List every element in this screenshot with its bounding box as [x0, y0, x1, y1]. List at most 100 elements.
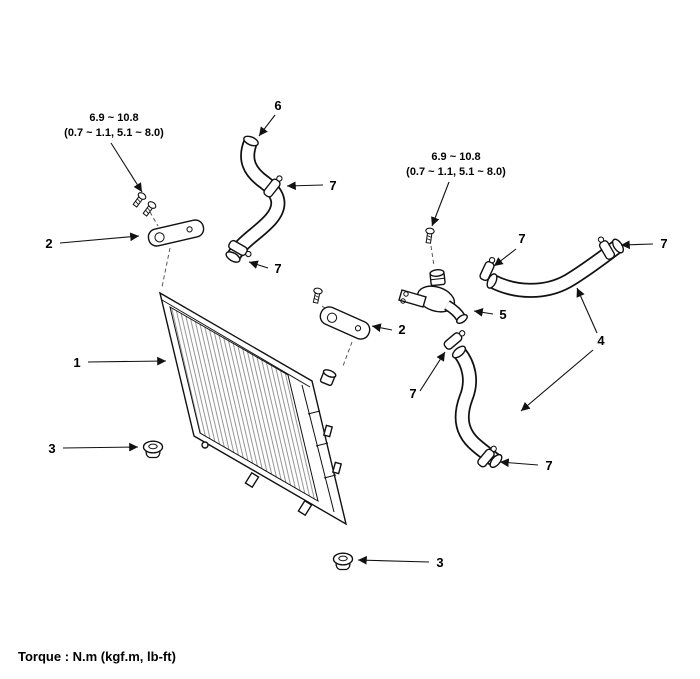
- filler-neck-cap: [322, 369, 337, 378]
- callout-7-label: 7: [545, 458, 552, 473]
- fitting-outlet-end: [456, 313, 468, 325]
- callout-1-label: 1: [73, 355, 80, 370]
- radiator-tank-rib: [323, 474, 337, 479]
- right-hose-fill: [489, 241, 622, 297]
- callout-7-clamp-upper-top: 7: [286, 178, 337, 193]
- bracket-plate: [147, 219, 205, 247]
- callout-6-label: 6: [274, 98, 281, 113]
- water-outlet-fitting: [398, 227, 468, 325]
- torque-spec-right-detail: (0.7 ~ 1.1, 5.1 ~ 8.0): [406, 166, 506, 178]
- callout-7-label: 7: [660, 236, 667, 251]
- callout-7-clamp-lower-top: 7: [409, 351, 446, 401]
- bracket-right-plate: [319, 306, 371, 340]
- lower-radiator-hose: [442, 327, 503, 469]
- torque-spec-left-detail: (0.7 ~ 1.1, 5.1 ~ 8.0): [64, 127, 164, 139]
- torque-spec-left: 6.9 ~ 10.8 (0.7 ~ 1.1, 5.1 ~ 8.0): [64, 112, 164, 193]
- callout-1-radiator: 1: [73, 355, 167, 370]
- right-radiator-hose: [478, 234, 625, 298]
- radiator-bottom-tab: [244, 471, 260, 489]
- torque-spec-right-leader: [431, 181, 450, 227]
- fitting-neck-ring: [430, 277, 445, 281]
- upper-hose-fill: [228, 138, 284, 261]
- callout-7-label: 7: [409, 386, 416, 401]
- lower-hose-end: [489, 453, 503, 469]
- callout-7-label: 7: [518, 231, 525, 246]
- radiator: [158, 291, 348, 526]
- callout-2-right-leader: [371, 323, 393, 333]
- bracket-left-plate: [147, 219, 205, 247]
- callout-7-label: 7: [329, 178, 336, 193]
- callout-2-bracket-right: 2: [371, 322, 406, 337]
- fitting-flange: [398, 289, 427, 308]
- alignment-dash-line: [430, 245, 435, 267]
- alignment-dash-line: [342, 341, 353, 367]
- radiator-drain-plug: [201, 441, 209, 449]
- callout-6-leader: [258, 114, 276, 137]
- lower-hose-fill: [454, 348, 500, 466]
- radiator-tank-rib: [315, 442, 329, 447]
- alignment-dash-line: [161, 247, 171, 288]
- callout-5-label: 5: [499, 307, 506, 322]
- callout-3-bottom-label: 3: [436, 555, 443, 570]
- callout-3-left-label: 3: [48, 441, 55, 456]
- callout-4-label: 4: [597, 333, 605, 348]
- radiator-mount-bottom: [332, 552, 354, 571]
- lower-hose-end: [451, 345, 467, 359]
- callout-6-upper-hose: 6: [258, 98, 282, 137]
- bracket-hole: [354, 325, 362, 332]
- callout-2-bracket-left: 2: [45, 232, 140, 251]
- fitting-neck-top: [429, 269, 445, 277]
- callout-7-clamp-right-left: 7: [493, 231, 526, 267]
- callout-7-leader: [419, 351, 446, 392]
- callout-7-label: 7: [274, 261, 281, 276]
- radiator-side-clip: [331, 461, 343, 475]
- radiator-top-tank-line: [161, 299, 311, 388]
- callout-5-fitting: 5: [473, 307, 507, 322]
- radiator-core: [169, 305, 319, 503]
- callout-7-leader: [499, 458, 539, 468]
- callout-4-hoses: 4: [520, 287, 605, 412]
- callout-3-mount-bottom: 3: [357, 555, 444, 570]
- callout-2-left-leader: [59, 232, 140, 244]
- radiator-tank-rib: [307, 410, 321, 415]
- callout-5-leader: [473, 308, 494, 317]
- callout-7-clamp-lower-bottom: 7: [499, 458, 553, 473]
- upper-hose-end: [225, 251, 241, 263]
- bracket-hole: [326, 312, 338, 323]
- torque-spec-right: 6.9 ~ 10.8 (0.7 ~ 1.1, 5.1 ~ 8.0): [406, 151, 506, 227]
- torque-spec-left-leader: [110, 142, 143, 193]
- callout-7-leader: [493, 248, 517, 267]
- radiator-bottom-tab: [297, 499, 313, 517]
- torque-spec-left-value: 6.9 ~ 10.8: [89, 112, 138, 124]
- radiator-side-clip: [322, 424, 334, 438]
- upper-radiator-hose: [225, 135, 286, 263]
- radiator-mount-left: [142, 440, 164, 459]
- callout-4-leader-upper: [576, 287, 598, 334]
- bracket-plate: [319, 306, 371, 340]
- radiator-bracket-left: [130, 190, 205, 288]
- bracket-bolt-icon: [140, 199, 158, 218]
- callout-1-leader: [87, 356, 167, 366]
- callout-7-leader: [620, 240, 654, 250]
- callout-2-right-label: 2: [398, 322, 405, 337]
- upper-hose-end: [243, 135, 259, 147]
- callout-3-left-leader: [62, 442, 139, 452]
- callout-3-bottom-leader: [357, 555, 430, 565]
- callout-3-mount-left: 3: [48, 441, 139, 456]
- flange-hole: [403, 291, 409, 297]
- bracket-hole: [154, 232, 165, 243]
- callout-7-leader: [286, 181, 324, 191]
- callout-7-clamp-upper-bottom: 7: [248, 260, 282, 276]
- bracket-bolt-icon: [130, 190, 148, 209]
- fitting-bolt-icon: [423, 227, 436, 245]
- bracket-bolt-icon: [310, 286, 324, 305]
- fitting-neck: [429, 269, 446, 287]
- torque-spec-right-value: 6.9 ~ 10.8: [431, 151, 480, 163]
- flange-hole: [400, 298, 406, 304]
- radiator-bracket-right: [310, 286, 371, 367]
- callout-2-left-label: 2: [45, 236, 52, 251]
- radiator-filler-neck: [319, 369, 337, 387]
- callout-7-leader: [248, 260, 269, 269]
- radiator-tank-divider: [301, 384, 335, 513]
